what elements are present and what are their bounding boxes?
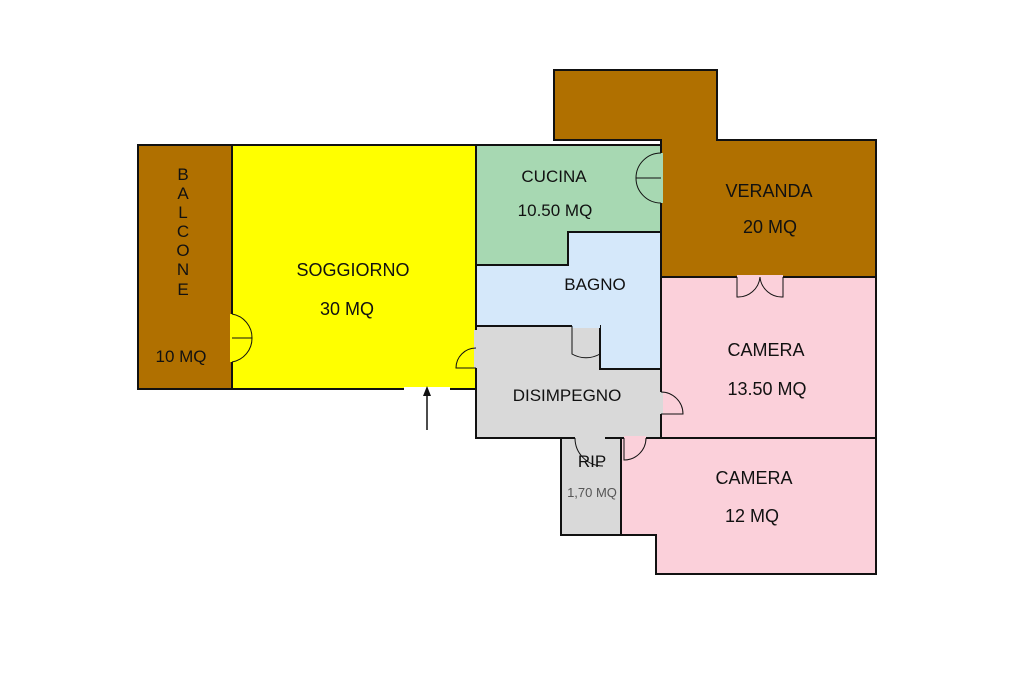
cucina-area: 10.50 MQ: [518, 201, 593, 220]
balcone-letter: C: [177, 222, 189, 241]
balcone-letter: N: [177, 260, 189, 279]
balcone-vertical-label: B A L C O N E: [176, 165, 189, 299]
balcone-letter: E: [177, 280, 188, 299]
room-camera-2: [620, 437, 877, 575]
room-ripostiglio: [560, 437, 622, 536]
bagno-name: BAGNO: [564, 275, 625, 294]
balcone-area: 10 MQ: [155, 347, 206, 366]
doors: [230, 152, 784, 467]
camera-2-area: 12 MQ: [725, 506, 779, 526]
camera-1-name: CAMERA: [727, 340, 804, 360]
ripostiglio-area: 1,70 MQ: [567, 485, 617, 500]
room-soggiorno: [231, 144, 477, 390]
camera-1-area: 13.50 MQ: [727, 379, 806, 399]
camera-2-name: CAMERA: [715, 468, 792, 488]
veranda-name: VERANDA: [725, 181, 812, 201]
entrance-arrow-icon: [423, 386, 431, 430]
balcone-letter: A: [177, 184, 189, 203]
disimpegno-name: DISIMPEGNO: [513, 386, 622, 405]
balcone-letter: B: [177, 165, 188, 184]
veranda-area: 20 MQ: [743, 217, 797, 237]
ripostiglio-name: RIP: [578, 452, 606, 471]
soggiorno-name: SOGGIORNO: [296, 260, 409, 280]
cucina-name: CUCINA: [521, 167, 587, 186]
balcone-letter: O: [176, 241, 189, 260]
balcone-letter: L: [178, 203, 187, 222]
soggiorno-area: 30 MQ: [320, 299, 374, 319]
room-balcone: [137, 144, 233, 390]
